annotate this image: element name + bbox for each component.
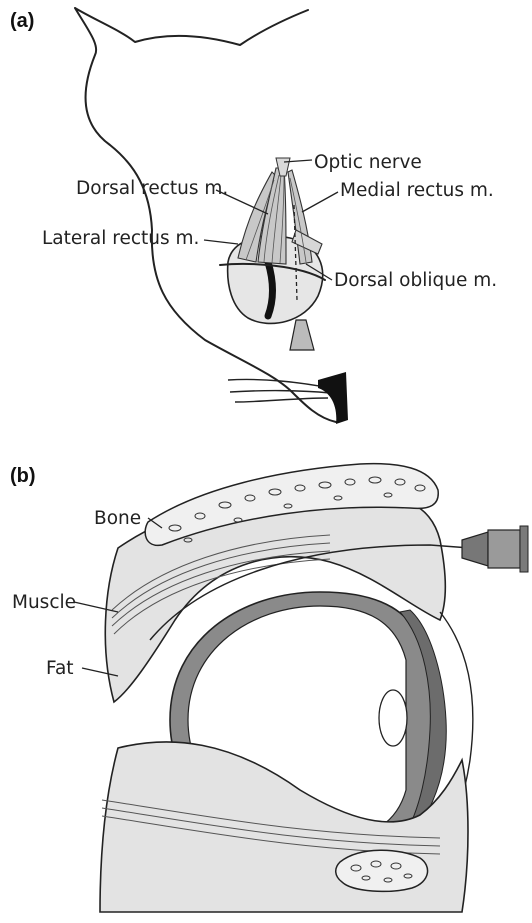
panel-b: (b)	[10, 464, 528, 912]
panel-a-label: (a)	[10, 10, 34, 32]
needle-hub-icon	[290, 320, 314, 350]
label-bone: Bone	[94, 508, 141, 529]
lower-bone	[336, 850, 428, 891]
panel-b-label: (b)	[10, 465, 36, 487]
label-medial-rectus: Medial rectus m.	[340, 180, 494, 201]
label-fat: Fat	[46, 658, 74, 679]
panel-a: (a) Op	[10, 8, 497, 424]
label-muscle: Muscle	[12, 592, 76, 613]
label-optic-nerve: Optic nerve	[314, 152, 422, 173]
label-lateral-rectus: Lateral rectus m.	[42, 228, 199, 249]
lens	[379, 690, 407, 746]
label-dorsal-oblique: Dorsal oblique m.	[334, 270, 497, 291]
whiskers	[228, 379, 330, 402]
label-dorsal-rectus: Dorsal rectus m.	[76, 178, 228, 199]
